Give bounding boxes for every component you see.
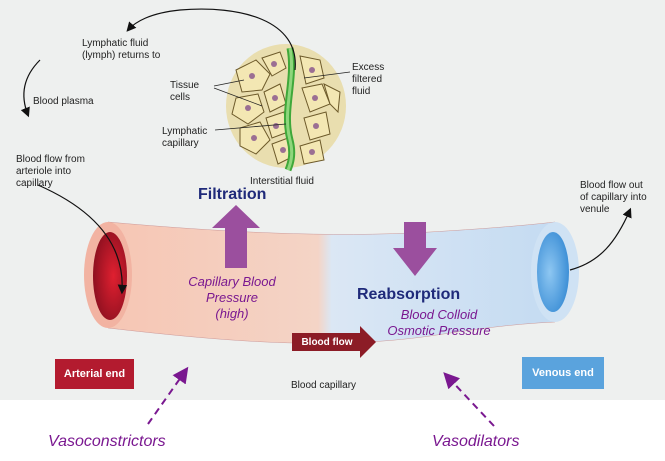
filtration-arrow: [212, 205, 260, 268]
tissue-cells-cluster: [226, 44, 346, 172]
reabsorption-label: Reabsorption: [357, 286, 461, 303]
interstitial-fluid-label: Interstitial fluid: [250, 176, 314, 187]
lymphatic-capillary-label: Lymphatic capillary: [162, 126, 208, 149]
tissue-cells-label: Tissue cells: [170, 80, 200, 103]
capillary-tube: [107, 221, 556, 344]
excess-fluid-label: Excess filtered fluid: [352, 62, 385, 97]
into-capillary-arrow: [37, 184, 128, 295]
blood-capillary-label: Blood capillary: [291, 380, 357, 391]
vasoconstrictors-label: Vasoconstrictors: [48, 433, 166, 450]
lymph-returns-label: Lymphatic fluid (lymph) returns to: [82, 38, 161, 61]
blood-plasma-label: Blood plasma: [33, 96, 94, 107]
blood-flow-out-label: Blood flow out of capillary into venule: [580, 180, 647, 215]
blood-flow-label: Blood flow: [294, 335, 360, 349]
blood-flow-from-label: Blood flow from arteriole into capillary: [16, 154, 85, 189]
arterial-end-badge: Arterial end: [55, 359, 134, 389]
capillary-pressure-label: Capillary Blood Pressure (high): [188, 274, 276, 321]
out-of-capillary-arrow: [569, 207, 632, 271]
vasodilators-arrow: [443, 372, 495, 427]
lymph-return-arrow: [126, 8, 296, 71]
vasodilators-label: Vasodilators: [432, 433, 520, 450]
reabsorption-arrow: [393, 222, 437, 276]
plasma-to-flow-arrow: [20, 59, 41, 118]
venous-end-badge: Venous end: [522, 357, 604, 389]
vasoconstrictors-arrow: [147, 366, 189, 425]
filtration-label: Filtration: [198, 186, 267, 203]
colloid-pressure-label: Blood Colloid Osmotic Pressure: [387, 307, 491, 338]
